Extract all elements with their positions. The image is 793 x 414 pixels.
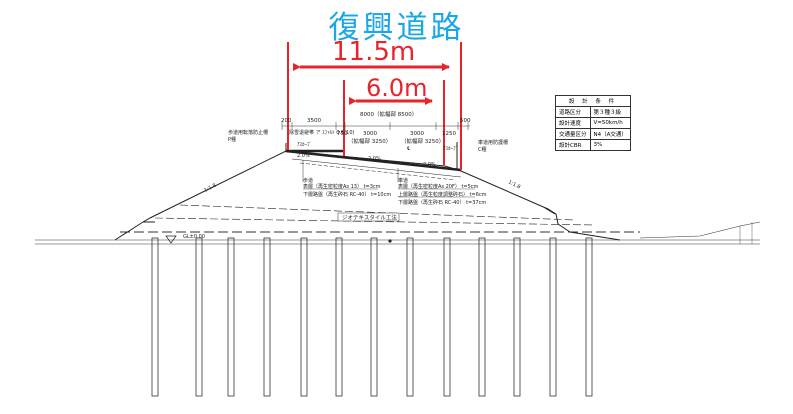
- design-conditions-heading: 設 計 条 件: [555, 95, 631, 107]
- right-slope-label: ｱｽｶｰﾌﾞ: [443, 145, 458, 152]
- cross-slope-label: 2.0%: [423, 162, 436, 168]
- dim-label: （拡幅部 3250）: [348, 137, 391, 145]
- pile: [335, 237, 343, 397]
- table-row: 設計速度 V=50km/h: [555, 117, 631, 129]
- pile: [585, 237, 593, 397]
- pile: [263, 237, 271, 397]
- centerline-symbol: ℄: [407, 146, 411, 152]
- cross-slope-label: 2.0%: [368, 156, 381, 162]
- sidewalk-layer: 下層路盤（再生砕石 RC-40） t=10cm: [303, 191, 391, 198]
- dim-label: 8000（拡幅部 8500）: [360, 110, 417, 118]
- sidewalk-heading: 歩道: [303, 177, 313, 184]
- right-grade-label: 1:1.8: [507, 179, 521, 190]
- pile: [443, 237, 451, 397]
- dimension-arrows: [287, 42, 462, 170]
- right-rail-type: C種: [478, 146, 487, 153]
- diagram-title: 復興道路: [328, 10, 465, 46]
- pile: [478, 237, 486, 397]
- dim-label: 500: [460, 118, 471, 124]
- dim-label: 200: [281, 118, 292, 124]
- pile: [300, 237, 308, 397]
- table-row: 設計CBR 3%: [555, 139, 631, 151]
- ground-level-label: GL±0.00: [183, 234, 205, 240]
- geotextile-label: ジオテキスタイル工法: [342, 214, 397, 222]
- geotextile-label-box: ジオテキスタイル工法: [337, 212, 400, 222]
- left-fence-label: 歩道用転落防止柵: [228, 129, 268, 136]
- overall-width-label: 11.5m: [332, 37, 416, 67]
- dim-label: 3000: [410, 131, 424, 137]
- pile: [227, 237, 235, 397]
- pile-group: [151, 237, 593, 397]
- ground-lines: [35, 221, 761, 245]
- pile: [370, 237, 378, 397]
- left-grade-label: 1:1.8: [203, 183, 217, 194]
- snow-width-label: 除雪退避帯 ア ｽﾌｧﾙﾄ 0.5(10): [289, 129, 355, 136]
- dim-label: 3000: [363, 131, 377, 137]
- sidewalk-pavement-callout: 歩道 表層（再生密粒度As 13） t=3cm 下層路盤（再生砕石 RC-40）…: [302, 160, 391, 198]
- pile: [406, 237, 414, 397]
- condition-key: 設計CBR: [555, 139, 591, 151]
- pile: [513, 237, 521, 397]
- design-conditions-table: 設 計 条 件 道路区分 第３種３級 設計速度 V=50km/h 交通量区分 N…: [555, 95, 631, 151]
- condition-key: 交通量区分: [555, 128, 591, 140]
- dim-label: 750: [337, 131, 348, 137]
- condition-value: V=50km/h: [589, 117, 631, 129]
- top-dimension-line: [281, 122, 470, 130]
- ground-markers: [165, 235, 392, 244]
- pile: [549, 237, 557, 397]
- condition-value: 3%: [589, 139, 631, 151]
- condition-value: 第３種３級: [589, 106, 631, 118]
- road-layer: 表層（再生密粒度As 20F） t=5cm: [398, 183, 479, 190]
- road-pavement-callout: 車道 表層（再生密粒度As 20F） t=5cm 上層路盤（再生粒度調整砕石） …: [397, 168, 487, 206]
- sidewalk-layer: 表層（再生密粒度As 13） t=3cm: [303, 183, 381, 190]
- right-rail-label: 車道用防護柵: [478, 139, 508, 146]
- condition-key: 設計速度: [555, 117, 591, 129]
- road-layer: 下層路盤（再生砕石 RC-40） t=37cm: [398, 199, 486, 206]
- table-row: 交通量区分 N4（A交通）: [555, 128, 631, 140]
- dim-label: 1250: [442, 131, 456, 137]
- left-fence-type: P種: [228, 136, 236, 143]
- road-layer: 上層路盤（再生粒度調整砕石） t=6cm: [398, 191, 487, 198]
- embankment: [114, 149, 621, 241]
- dim-label: （拡幅部 3250）: [401, 137, 444, 145]
- left-slope-label: ｱｽｶｰﾌﾞ: [297, 141, 312, 148]
- condition-key: 道路区分: [555, 106, 591, 118]
- road-heading: 車道: [398, 177, 408, 184]
- pile: [151, 237, 159, 397]
- dim-label: 3500: [307, 118, 321, 124]
- condition-value: N4（A交通）: [589, 128, 631, 140]
- cross-slope-label: 2.0%: [297, 153, 310, 159]
- table-row: 道路区分 第３種３級: [555, 106, 631, 118]
- pile: [195, 237, 203, 397]
